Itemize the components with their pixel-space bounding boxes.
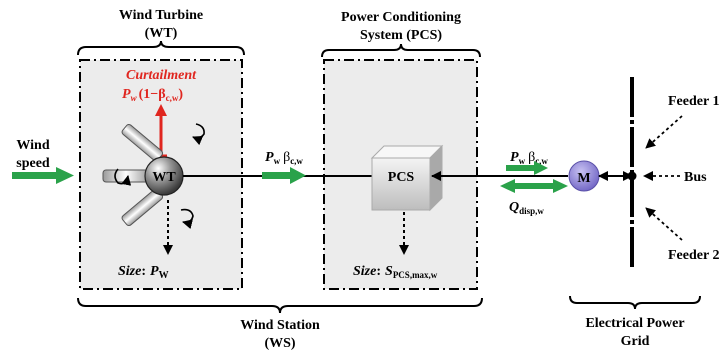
rotation-icons: [114, 123, 205, 230]
grid-bottom-brace: [569, 295, 701, 310]
flow1-p-sub: w: [274, 156, 281, 166]
pcs-size-label: Size: [353, 264, 376, 279]
flow2-green-arrow: [506, 161, 548, 175]
turbine-blades: [102, 123, 164, 227]
pcs-size-colon: :: [376, 264, 381, 279]
curtail-paren: (1−β: [139, 87, 166, 102]
pcs-title-line1: Power Conditioning: [341, 10, 461, 25]
flow1-beta-sub: c,w: [290, 156, 303, 166]
flow2-p: P: [510, 150, 519, 165]
q-main: Q: [509, 200, 519, 215]
flow2-beta-sub: c,w: [535, 156, 548, 166]
svg-text:Pw(1−βc,w): Pw(1−βc,w): [122, 87, 183, 103]
q-formula: Qdisp,w: [509, 200, 544, 216]
wind-speed-label-line1: Wind: [16, 138, 49, 153]
pcs-node: [370, 144, 444, 212]
wt-size-label: Size: [118, 264, 141, 279]
bus-node: [627, 171, 637, 181]
ws-bottom-brace: [77, 297, 483, 314]
wt-size-value-sub: W: [159, 270, 169, 281]
pcs-size-text: Size: SPCS,max,w: [353, 264, 438, 280]
pcs-size-value: S: [385, 264, 393, 279]
grid-title-line2: Grid: [621, 334, 650, 349]
pcs-size-value-sub: PCS,max,w: [393, 270, 438, 280]
wt-node-label: WT: [152, 170, 176, 185]
flow1-p: P: [265, 150, 274, 165]
wind-speed-label-line2: speed: [16, 156, 50, 171]
grid-title-line1: Electrical Power: [585, 316, 684, 331]
curtail-p-sub: w: [131, 93, 138, 103]
flow2-p-sub: w: [519, 156, 526, 166]
wt-title-line2: (WT): [145, 26, 178, 41]
reactive-green-arrow: [500, 179, 568, 193]
flow1-beta: β: [283, 150, 290, 165]
bus-label: Bus: [684, 170, 707, 185]
pcs-title-line2: System (PCS): [360, 28, 442, 43]
ws-title-line2: (WS): [264, 336, 295, 351]
feeder-1-arrow: [645, 115, 683, 149]
feeder-1-label: Feeder 1: [668, 94, 719, 109]
feeder-2-label: Feeder 2: [668, 248, 719, 263]
wt-size-text: Size: PW: [118, 264, 169, 281]
ws-title-line1: Wind Station: [240, 318, 320, 333]
flow2-beta: β: [528, 150, 535, 165]
pcs-top-brace: [321, 43, 481, 58]
flow1-green-arrow: [262, 167, 306, 184]
curtail-beta-sub: c,w: [166, 93, 179, 103]
q-sub: disp,w: [519, 206, 544, 216]
curtail-p: P: [122, 87, 131, 102]
wt-top-brace: [77, 40, 245, 56]
pcs-node-label: PCS: [388, 170, 415, 185]
curtail-close: ): [178, 87, 183, 102]
feeder-2-arrow: [645, 207, 683, 241]
wt-size-colon: :: [141, 264, 146, 279]
wt-title-line1: Wind Turbine: [119, 8, 203, 23]
wt-size-value: P: [150, 264, 159, 279]
wind-speed-arrow: [12, 167, 74, 184]
curtailment-label: Curtailment: [126, 68, 197, 83]
curtailment-formula: Pw(1−βc,w): [122, 87, 183, 103]
motor-node-label: M: [577, 171, 590, 186]
